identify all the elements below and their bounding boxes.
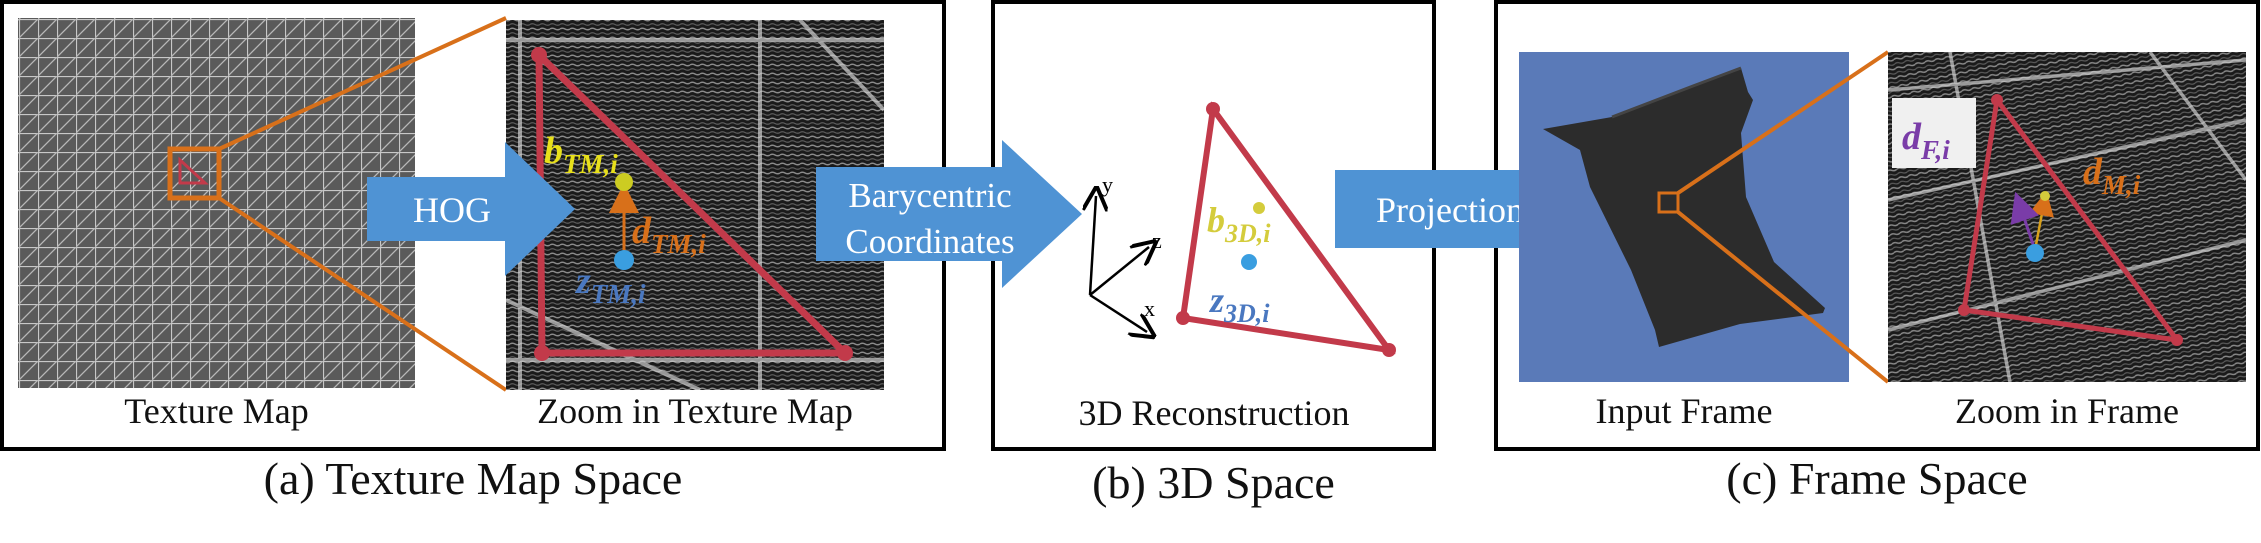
texture-map-image xyxy=(18,18,415,388)
input-frame-label: Input Frame xyxy=(1595,391,1773,431)
vertex-b1 xyxy=(1206,102,1220,116)
barycentric-arrow xyxy=(816,140,1082,288)
b-3d-label: b3D,i xyxy=(1207,200,1271,248)
vertex-a2 xyxy=(837,345,853,361)
zoom-line-top-a xyxy=(218,16,507,151)
d-f-label-box xyxy=(1892,98,1976,168)
vertex-a1 xyxy=(531,47,547,63)
d-f-arrow xyxy=(2010,191,2040,251)
d-tm-label: dTM,i xyxy=(632,210,706,259)
z-3d-label: z3D,i xyxy=(1208,280,1270,328)
caption-b: (b) 3D Space xyxy=(1092,457,1335,508)
z-tm-label: zTM,i xyxy=(574,260,646,309)
projection-arrow-label: Projection xyxy=(1376,190,1524,230)
b-tm-label: bTM,i xyxy=(544,130,618,179)
d-m-arrow xyxy=(2029,190,2054,251)
triangle-3d xyxy=(1179,101,1396,355)
zoom-line-bottom-c xyxy=(1676,210,1890,384)
texture-map-small-triangle xyxy=(178,156,209,185)
z-3d-point xyxy=(1241,254,1257,270)
zoom-texture-map-label: Zoom in Texture Map xyxy=(537,391,853,431)
vertex-b3 xyxy=(1176,311,1190,325)
d-f-label: dF,i xyxy=(1902,116,1950,165)
caption-a: (a) Texture Map Space xyxy=(263,453,683,504)
vertex-b2 xyxy=(1382,343,1396,357)
zoom-line-bottom-a xyxy=(217,196,508,392)
axis-z-label: z xyxy=(1152,228,1162,253)
reconstruction-label: 3D Reconstruction xyxy=(1078,393,1350,433)
vertex-c1 xyxy=(1991,94,2003,106)
b-frame-point xyxy=(2040,191,2050,201)
zoom-frame-label: Zoom in Frame xyxy=(1955,391,2179,431)
zoom-line-top-c xyxy=(1676,50,1890,195)
cloth-shape xyxy=(1543,68,1825,347)
hog-arrow xyxy=(367,142,575,276)
zoom-triangle-c xyxy=(1961,93,2183,344)
hog-arrow-label: HOG xyxy=(413,190,491,230)
axis-x-label: x xyxy=(1144,296,1155,321)
z-tm-point xyxy=(614,250,634,270)
d-m-label: dM,i xyxy=(2083,151,2141,200)
z-frame-point xyxy=(2026,244,2044,262)
texture-map-label: Texture Map xyxy=(124,391,309,431)
caption-c: (c) Frame Space xyxy=(1726,453,2028,504)
texture-map-zoom-box xyxy=(167,146,222,201)
b-tm-point xyxy=(615,173,633,191)
axis-y-label: y xyxy=(1102,172,1113,197)
axes-3d xyxy=(1090,196,1149,332)
vertex-c3 xyxy=(1958,304,1970,316)
frame-zoom-box xyxy=(1657,191,1680,214)
b-3d-point xyxy=(1253,202,1265,214)
vertex-a3 xyxy=(534,345,550,361)
barycentric-arrow-line1: Barycentric xyxy=(848,176,1011,215)
barycentric-arrow-line2: Coordinates xyxy=(845,222,1014,261)
vertex-c2 xyxy=(2171,334,2183,346)
